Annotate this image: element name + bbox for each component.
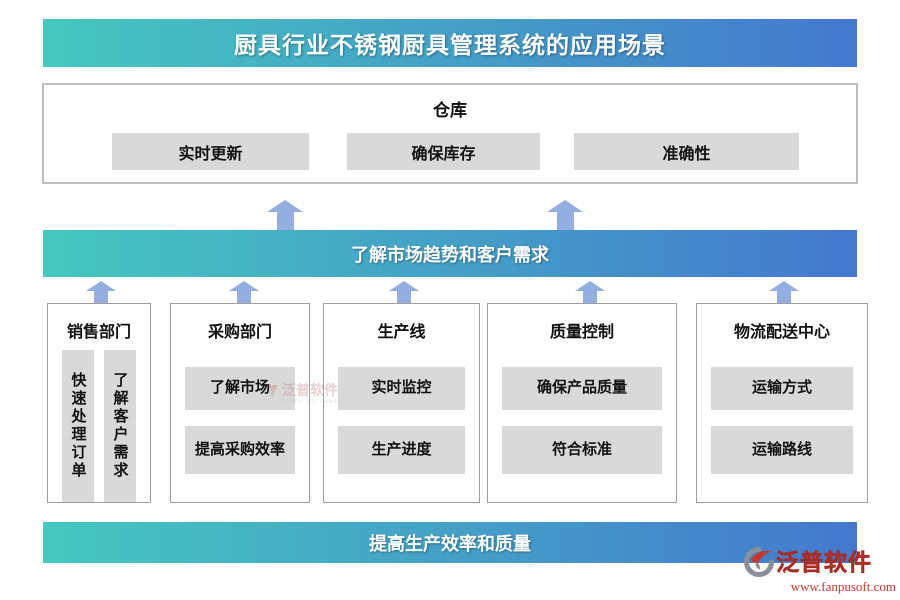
dept-title: 物流配送中心 (733, 324, 830, 341)
fanpu-logo-name: 泛普软件 (776, 548, 872, 575)
dept-title: 质量控制 (549, 324, 614, 341)
page-title: 厨具行业不锈钢厨具管理系统的应用场景 (43, 19, 857, 67)
dept-panel-production: 生产线 实时监控 生产进度 (323, 303, 480, 503)
up-arrow-icon (547, 197, 583, 233)
bottom-banner: 提高生产效率和质量 (43, 522, 857, 563)
dept-title: 销售部门 (66, 324, 131, 341)
arrow-head (575, 278, 605, 291)
dept-item: 快速处理订单 (62, 350, 94, 502)
dept-item: 了解客户需求 (104, 350, 136, 502)
warehouse-item: 实时更新 (112, 133, 309, 170)
arrow-head (229, 278, 259, 291)
dept-panel-logistics: 物流配送中心 运输方式 运输路线 (696, 303, 868, 503)
dept-item: 运输路线 (711, 426, 853, 474)
dept-panel-quality: 质量控制 确保产品质量 符合标准 (487, 303, 677, 503)
warehouse-title: 仓库 (433, 101, 467, 120)
up-arrow-icon (267, 197, 303, 233)
arrow-head (389, 278, 419, 291)
arrow-stem (276, 212, 294, 233)
dept-items: 快速处理订单 了解客户需求 (48, 350, 150, 502)
warehouse-item: 确保库存 (347, 133, 540, 170)
fanpu-logo-icon (744, 547, 774, 577)
arrow-head (86, 278, 116, 291)
dept-panel-procurement: 采购部门 了解市场 提高采购效率 (170, 303, 310, 503)
dept-title: 采购部门 (207, 324, 272, 341)
arrow-head (547, 197, 583, 212)
mid-banner: 了解市场趋势和客户需求 (43, 230, 857, 277)
dept-item: 确保产品质量 (502, 367, 662, 410)
dept-panel-sales: 销售部门 快速处理订单 了解客户需求 (47, 303, 151, 503)
arrow-head (769, 278, 799, 291)
dept-item: 生产进度 (338, 426, 465, 474)
dept-title: 生产线 (377, 324, 426, 341)
warehouse-item: 准确性 (574, 133, 799, 170)
dept-item: 符合标准 (502, 426, 662, 474)
arrow-stem (556, 212, 574, 233)
arrow-head (267, 197, 303, 212)
dept-item: 了解市场 (185, 367, 295, 410)
dept-item: 实时监控 (338, 367, 465, 410)
dept-item: 运输方式 (711, 367, 853, 410)
fanpu-logo-url: www.fanpusoft.com (790, 579, 896, 594)
warehouse-panel: 仓库 实时更新 确保库存 准确性 (42, 83, 858, 184)
fanpu-logo: 泛普软件 www.fanpusoft.com (744, 547, 896, 595)
dept-item: 提高采购效率 (185, 426, 295, 474)
